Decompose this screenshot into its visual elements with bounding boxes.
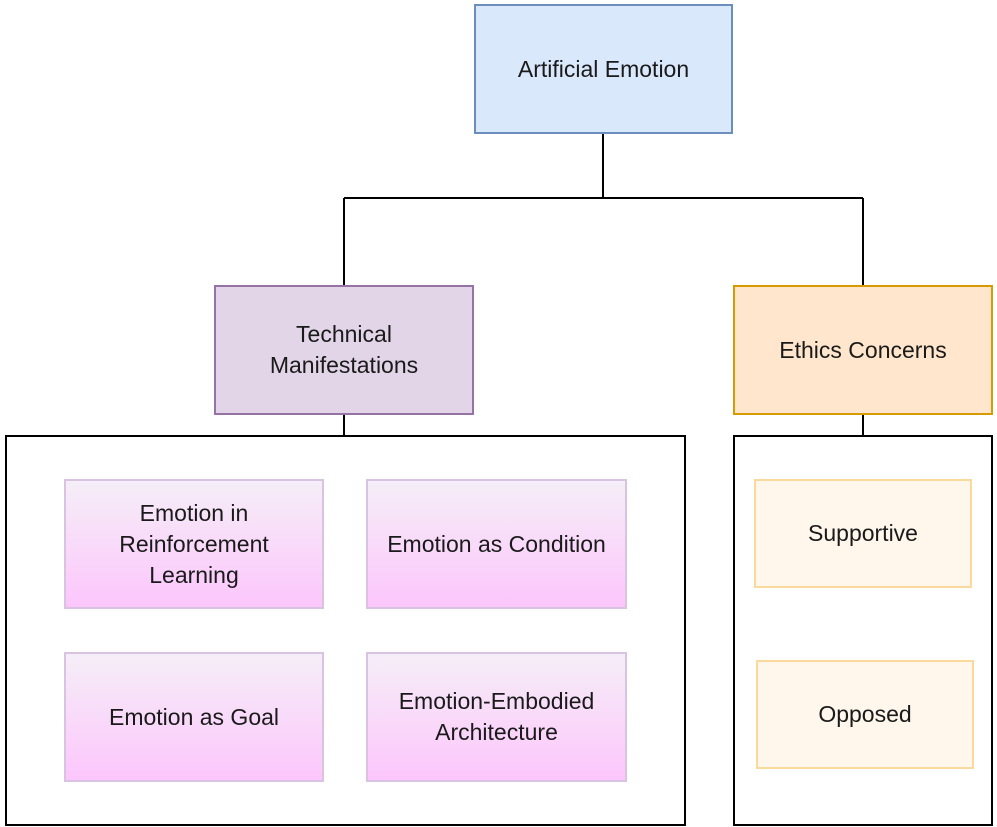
leaf-node-label: Emotion as Condition <box>387 530 606 557</box>
leaf-node-opposed[interactable]: Opposed <box>756 660 974 769</box>
root-node-artificial-emotion[interactable]: Artificial Emotion <box>474 4 733 134</box>
leaf-node-emotion-in-reinforcement-learning[interactable]: Emotion in Reinforcement Learning <box>64 479 324 609</box>
branch-node-ethics-concerns[interactable]: Ethics Concerns <box>733 285 993 415</box>
leaf-node-emotion-as-condition[interactable]: Emotion as Condition <box>366 479 627 609</box>
branch-node-label: Ethics Concerns <box>779 336 947 363</box>
leaf-node-label: Emotion as Goal <box>108 703 280 730</box>
root-node-label: Artificial Emotion <box>517 55 690 82</box>
leaf-node-supportive[interactable]: Supportive <box>754 479 972 588</box>
leaf-node-label: Emotion in Reinforcement Learning <box>119 499 269 588</box>
leaf-node-label: Opposed <box>818 701 912 727</box>
branch-node-label: Technical Manifestations <box>269 321 419 378</box>
leaf-node-label: Supportive <box>808 520 918 546</box>
root-to-branches-connector <box>343 134 864 285</box>
leaf-node-label: Emotion-Embodied Architecture <box>398 688 595 745</box>
leaf-node-emotion-as-goal[interactable]: Emotion as Goal <box>64 652 324 782</box>
branch-node-technical-manifestations[interactable]: Technical Manifestations <box>214 285 474 415</box>
leaf-node-emotion-embodied-architecture[interactable]: Emotion-Embodied Architecture <box>366 652 627 782</box>
